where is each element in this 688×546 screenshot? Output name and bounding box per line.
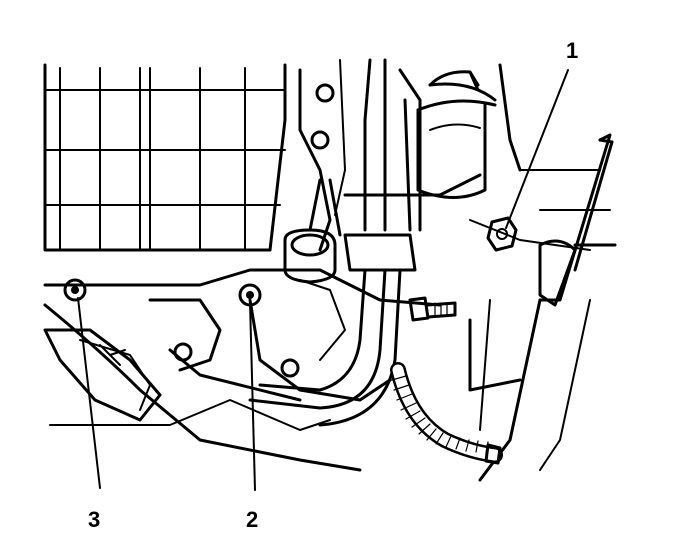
- frame-crossmember: [43, 268, 442, 472]
- ribbed-hose: [390, 362, 503, 465]
- leader-line-2: [249, 301, 256, 491]
- engine-block-upper: [298, 58, 611, 252]
- callout-3: 3: [88, 507, 100, 532]
- leader-line-3: [77, 297, 101, 489]
- filter-housing: [416, 82, 497, 199]
- right-bracket-assembly: [468, 133, 617, 482]
- nut-1: [486, 216, 518, 252]
- leader-lines: [77, 69, 569, 491]
- callout-2: 2: [246, 507, 258, 532]
- radiator-grid: [43, 63, 287, 252]
- bolt-3: [63, 278, 87, 302]
- coolant-pipes: [248, 268, 402, 427]
- leader-line-1: [505, 69, 569, 229]
- mount-bracket: [283, 178, 417, 284]
- stud-bolt: [408, 296, 457, 322]
- callout-1: 1: [566, 38, 578, 63]
